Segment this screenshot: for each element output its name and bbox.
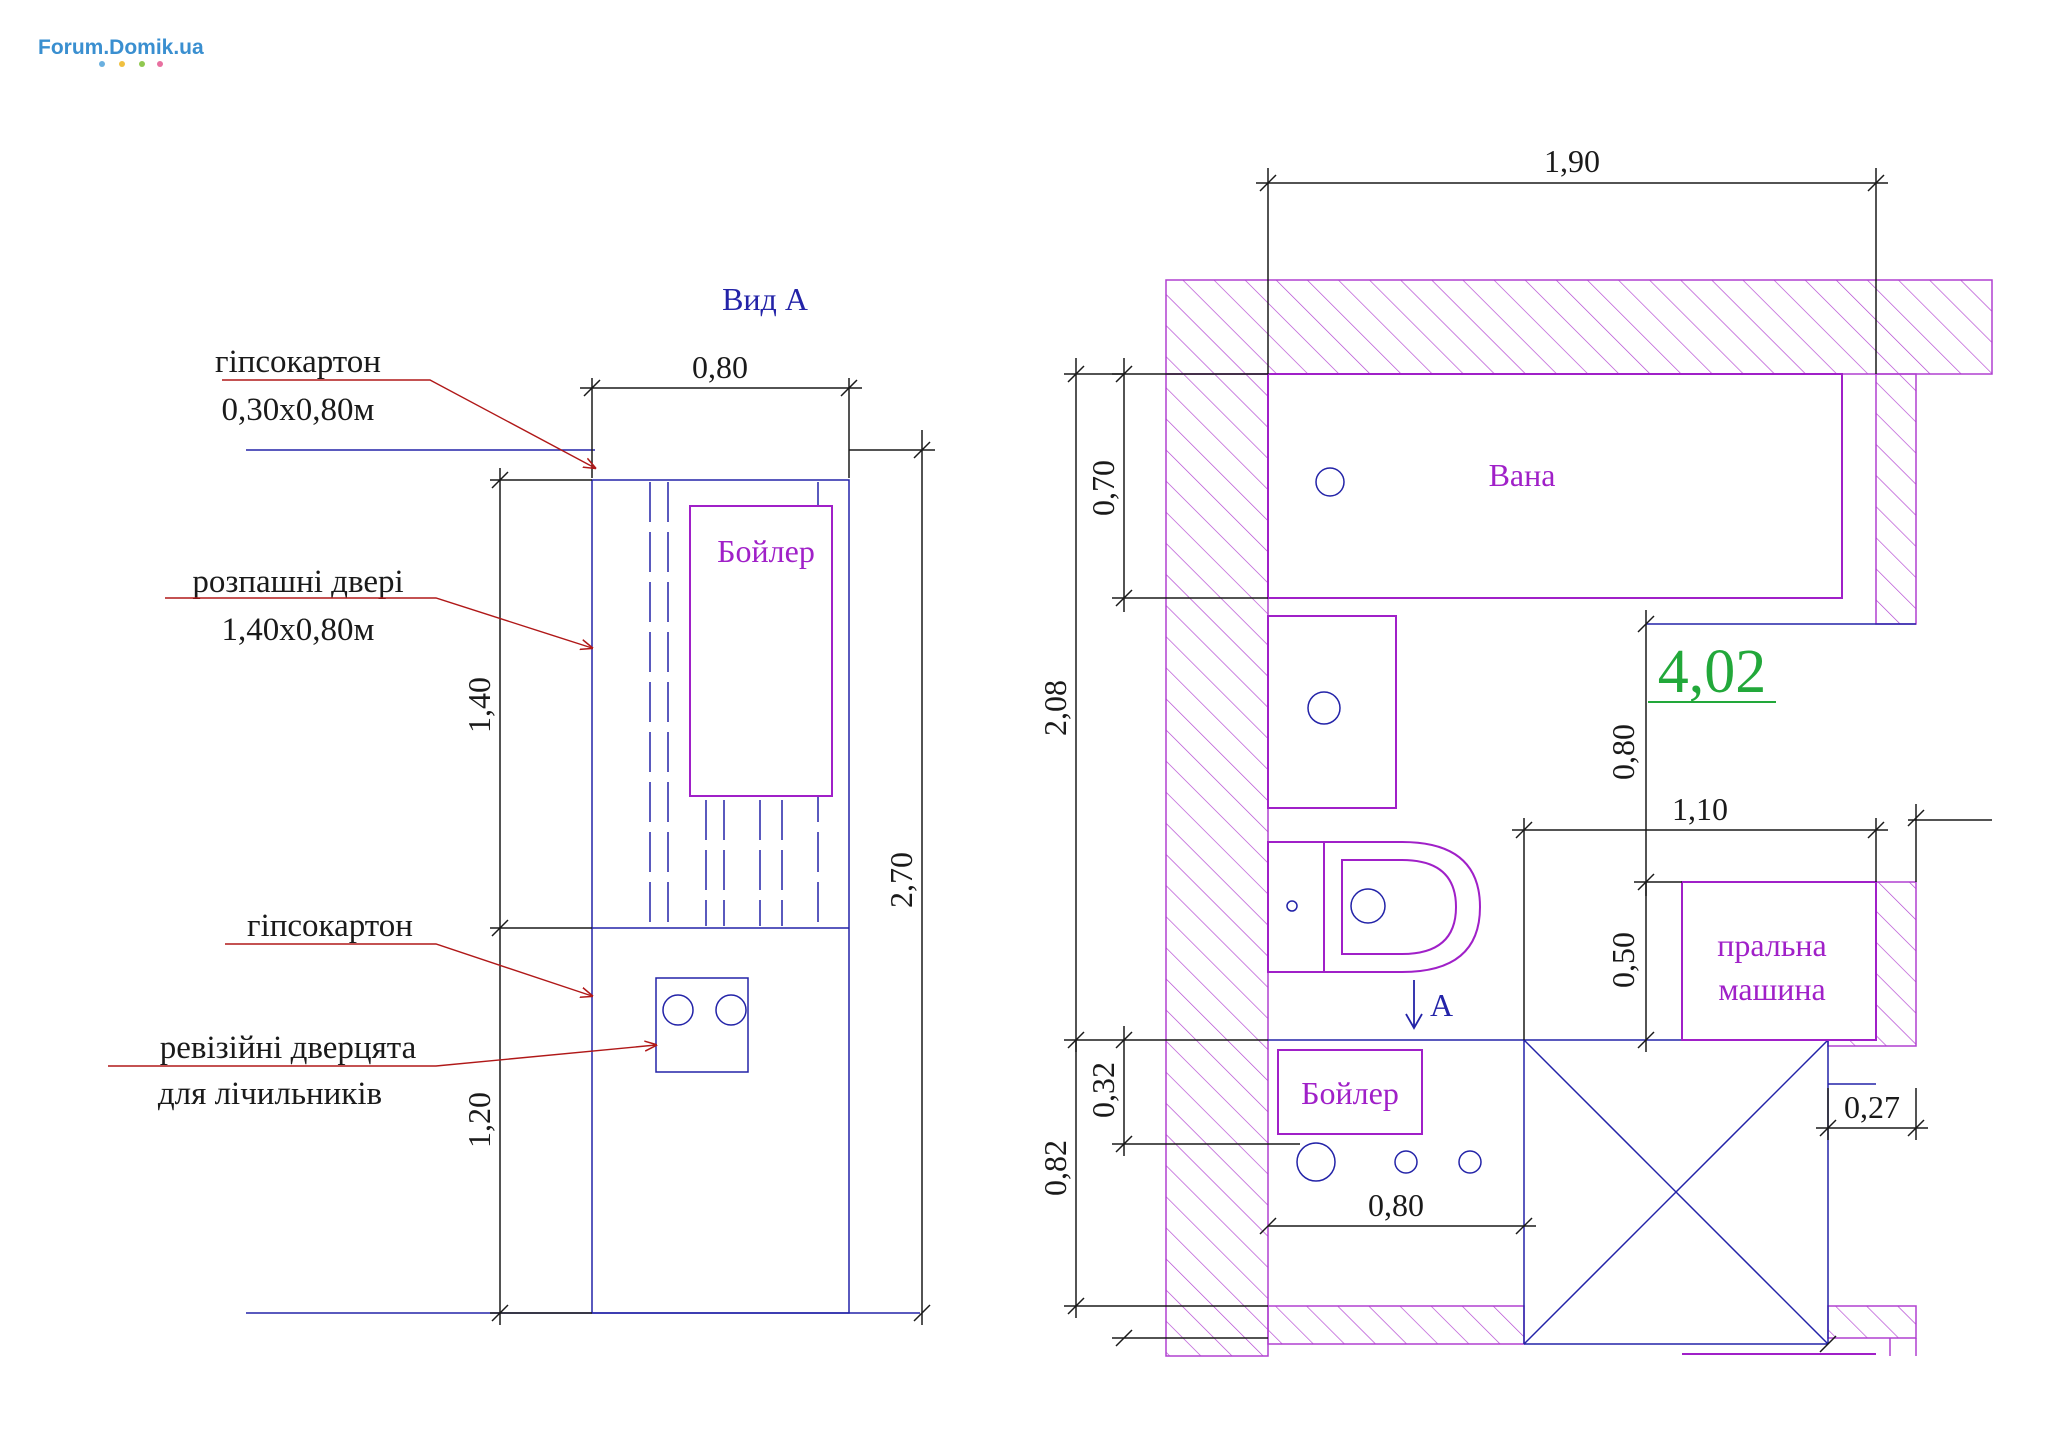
- label-drywall-top: гіпсокартон: [215, 344, 381, 380]
- dim-door-height-label: 1,40: [461, 677, 497, 733]
- boiler-elevation: [689, 505, 833, 797]
- dim-total-height: [849, 430, 935, 1325]
- toilet: [1267, 841, 1482, 973]
- wall-top: [1165, 279, 1993, 375]
- view-title: Вид А: [722, 281, 808, 317]
- meter-hatch: [655, 977, 749, 1073]
- toilet-flush-icon: [1286, 900, 1298, 912]
- dim-pier-label: 0,27: [1844, 1089, 1900, 1125]
- bathtub: [1267, 373, 1843, 599]
- opening-cross: [1523, 1039, 1829, 1345]
- leader-drywall-top: [222, 379, 595, 468]
- pipe-icon: [1296, 1142, 1336, 1182]
- dim-bottom-left-label: 0,82: [1037, 1140, 1073, 1196]
- sink-drain-icon: [1307, 691, 1341, 725]
- washing-machine: [1681, 881, 1877, 1041]
- dim-top-width-label: 1,90: [1544, 143, 1600, 179]
- dim-lower-height-label: 1,20: [461, 1092, 497, 1148]
- meter-icon: [662, 994, 694, 1026]
- pipe-icon: [1394, 1150, 1418, 1174]
- watermark: Forum.Domik.ua: [38, 36, 204, 67]
- pipe-icon: [1458, 1150, 1482, 1174]
- leader-door: [165, 597, 592, 648]
- dim-total-height-label: 2,70: [883, 852, 919, 908]
- wall-bottom-left: [1267, 1305, 1525, 1345]
- leader-drywall-bottom: [225, 943, 592, 996]
- sink: [1267, 615, 1397, 809]
- dim-left-height-label: 2,08: [1037, 680, 1073, 736]
- watermark-dot: [157, 61, 163, 67]
- boiler-plan-label: Бойлер: [1301, 1075, 1399, 1111]
- dim-washer-depth-label: 0,50: [1605, 932, 1641, 988]
- view-marker-label: A: [1430, 987, 1453, 1023]
- label-door-size: 1,40x0,80м: [222, 612, 375, 648]
- floor-plan: Вана A Бойлер пральна машина 4,02: [1037, 143, 1993, 1357]
- label-drywall-top-size: 0,30x0,80м: [222, 392, 375, 428]
- dim-width-label: 0,80: [692, 349, 748, 385]
- room-area: 4,02: [1658, 638, 1767, 706]
- dim-boiler-width-label: 0,80: [1368, 1187, 1424, 1223]
- dim-bath-depth-label: 0,70: [1085, 460, 1121, 516]
- washing-machine-label-2: машина: [1718, 971, 1825, 1007]
- wall-left: [1165, 373, 1269, 1357]
- bathtub-label: Вана: [1489, 457, 1556, 493]
- toilet-tank: [1267, 841, 1325, 973]
- dim-boiler-offset-label: 0,32: [1085, 1062, 1121, 1118]
- toilet-seat: [1341, 859, 1458, 955]
- label-door: розпашні двері: [192, 564, 403, 600]
- toilet-bowl: [1323, 841, 1482, 973]
- label-meter-hatch-2: для лічильників: [158, 1076, 382, 1112]
- leader-meter-hatch: [108, 1045, 656, 1067]
- wall-right-upper: [1875, 373, 1917, 625]
- view-marker: [1405, 980, 1423, 1030]
- wall-bottom-right: [1827, 1305, 1917, 1339]
- label-drywall-bottom: гіпсокартон: [247, 908, 413, 944]
- watermark-text: Forum.Domik.ua: [38, 36, 204, 59]
- walls: [1165, 279, 1993, 1357]
- dim-washer-width-label: 1,10: [1672, 791, 1728, 827]
- meter-icon: [715, 994, 747, 1026]
- elevation-view: Вид А Бойлер: [108, 281, 935, 1325]
- dim-vertical-left: [490, 468, 592, 1325]
- watermark-dot: [99, 61, 105, 67]
- label-meter-hatch: ревізійні дверцята: [160, 1030, 417, 1066]
- bathtub-drain-icon: [1315, 467, 1345, 497]
- watermark-dot: [139, 61, 145, 67]
- watermark-dot: [119, 61, 125, 67]
- boiler-elevation-label: Бойлер: [717, 533, 815, 569]
- dim-corridor-label: 0,80: [1605, 724, 1641, 780]
- wall-right-lower: [1827, 881, 1917, 1047]
- boiler-plan: [1277, 1049, 1423, 1135]
- plan-dimensions: [1064, 168, 1992, 1353]
- toilet-drain-icon: [1350, 888, 1386, 924]
- washing-machine-label-1: пральна: [1717, 927, 1827, 963]
- niche-outline: [591, 479, 850, 1314]
- dim-width: [580, 378, 862, 478]
